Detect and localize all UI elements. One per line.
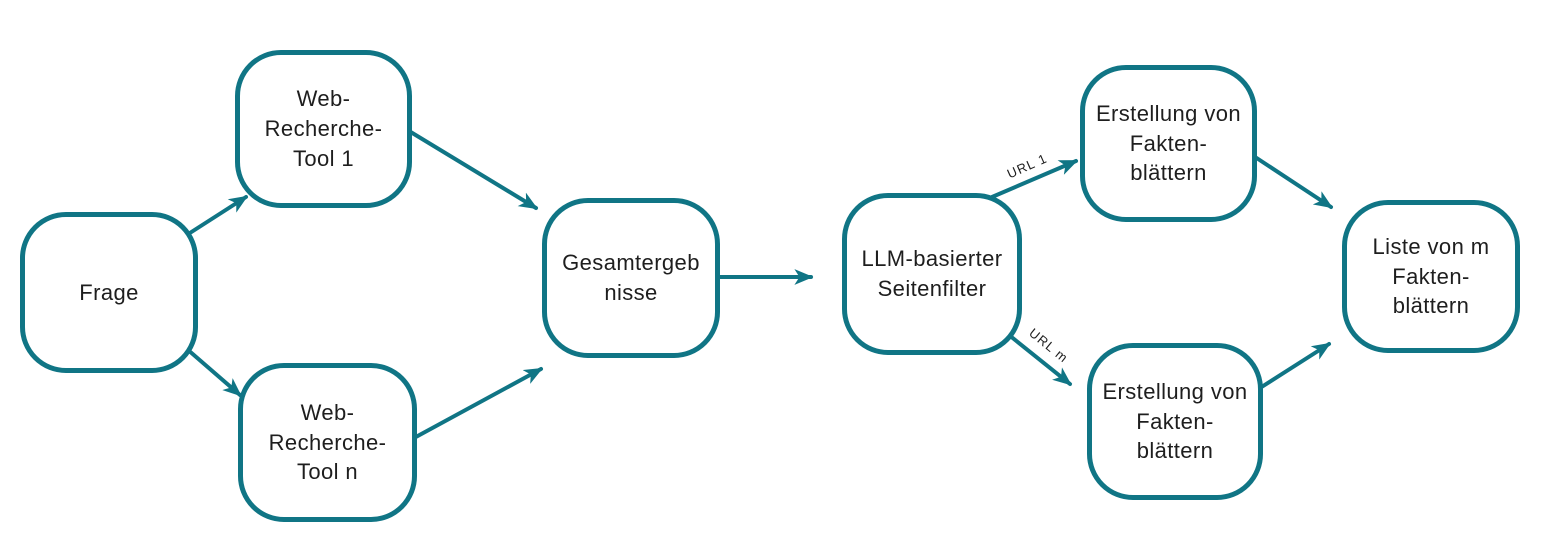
node-erstellung-faktenblaetter-oben: Erstellung von Fakten- blättern [1080, 65, 1257, 222]
node-erstellung-faktenblaetter-unten-label: Erstellung von Fakten- blättern [1102, 378, 1248, 464]
node-frage-label: Frage [79, 279, 139, 305]
edge-label-url-m: URL m [1026, 325, 1071, 366]
node-liste-von-m-faktenblaettern-label: Liste von m Fakten- blättern [1372, 233, 1490, 319]
arrow-tooln-to-gesamt [412, 367, 544, 440]
arrow-tool1-to-gesamt [407, 129, 539, 210]
node-liste-von-m-faktenblaettern: Liste von m Fakten- blättern [1342, 200, 1520, 353]
node-frage: Frage [20, 212, 198, 373]
node-llm-basierter-seitenfilter: LLM-basierter Seitenfilter [842, 193, 1022, 355]
node-web-recherche-tool-n-label: Web- Recherche- Tool n [268, 399, 387, 485]
node-erstellung-faktenblaetter-unten: Erstellung von Fakten- blättern [1087, 343, 1263, 500]
node-web-recherche-tool-1-label: Web- Recherche- Tool 1 [264, 86, 383, 171]
node-gesamtergebnisse-label: Gesamtergeb nisse [562, 250, 700, 305]
arrow-llm-to-erstbottom [1002, 329, 1072, 386]
arrow-erstbottom-to-liste [1258, 342, 1332, 390]
node-llm-basierter-seitenfilter-label: LLM-basierter Seitenfilter [861, 246, 1003, 301]
node-gesamtergebnisse: Gesamtergeb nisse [542, 198, 720, 358]
node-erstellung-faktenblaetter-oben-label: Erstellung von Fakten- blättern [1095, 100, 1241, 186]
node-web-recherche-tool-n: Web- Recherche- Tool n [238, 363, 417, 522]
arrow-ersttop-to-liste [1247, 151, 1333, 209]
arrow-llm-to-ersttop [990, 159, 1079, 199]
node-web-recherche-tool-1: Web- Recherche- Tool 1 [235, 50, 412, 208]
